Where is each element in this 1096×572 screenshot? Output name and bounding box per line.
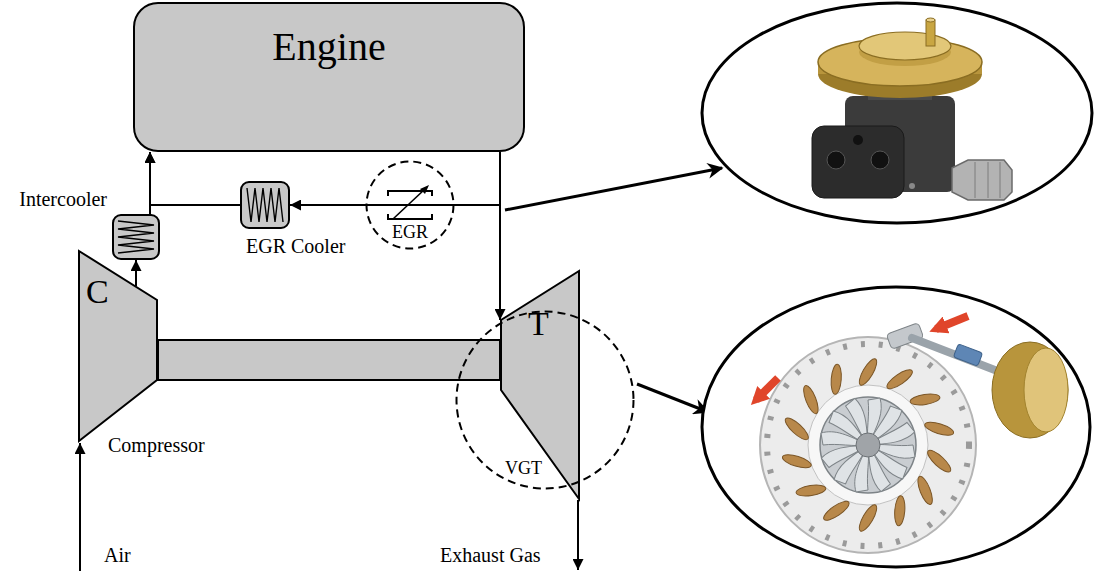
coil — [118, 221, 154, 253]
photo-frame — [702, 3, 1092, 223]
vane — [856, 357, 880, 388]
actuator-rod — [912, 338, 1000, 372]
engine-outline — [134, 3, 524, 151]
ring-holes — [767, 344, 969, 546]
node-caption: Compressor — [108, 434, 205, 457]
turbine-outline — [501, 271, 579, 499]
node-label: C — [86, 272, 109, 311]
flow-connector — [135, 260, 137, 286]
thread — [975, 162, 976, 198]
coil — [247, 188, 283, 222]
cap-top — [859, 32, 951, 60]
valve-arrow-head — [420, 185, 429, 194]
vane — [906, 381, 945, 419]
nozzle-ring — [760, 337, 976, 553]
photo-frame — [702, 287, 1090, 567]
valve-flange — [812, 126, 904, 198]
flow-connector — [499, 152, 501, 320]
inlet-label: Air — [104, 544, 131, 567]
node-label: Intercooler — [19, 188, 107, 211]
wheel-hub — [856, 433, 880, 457]
vane — [882, 360, 917, 398]
thread — [1000, 162, 1001, 198]
egr-cooler-box: EGR Cooler — [240, 181, 290, 229]
leader-arrow — [637, 384, 708, 412]
thread — [988, 162, 989, 198]
vane — [819, 360, 854, 398]
vane — [779, 446, 814, 476]
flow-connector — [150, 152, 240, 205]
engine-block: Engine — [133, 2, 525, 152]
vgt-photo — [702, 287, 1090, 567]
rod-sleeve — [953, 344, 982, 366]
flow-connector — [455, 152, 500, 205]
lever — [886, 323, 923, 350]
intercooler-box: Intercooler — [112, 214, 160, 260]
inner-ring — [808, 385, 928, 505]
motion-arrow — [936, 316, 968, 329]
exhaust-arrow — [577, 500, 579, 570]
node-label: T — [528, 304, 549, 343]
actuator-canister — [992, 342, 1068, 438]
vane — [856, 503, 880, 534]
vane — [779, 414, 814, 444]
compressor-outline — [79, 251, 157, 441]
turbine-wheel — [820, 397, 916, 493]
screw — [909, 183, 915, 189]
cooler-outline — [113, 215, 159, 259]
air-arrow — [79, 443, 81, 571]
node-label: Engine — [133, 24, 525, 70]
node-label: VGT — [505, 458, 542, 479]
vane — [819, 492, 854, 530]
node-shape — [240, 181, 290, 229]
outlet-label: Exhaust Gas — [440, 544, 541, 567]
vane — [791, 381, 830, 419]
vane — [921, 446, 956, 476]
vane — [921, 414, 956, 444]
nozzle — [926, 20, 935, 46]
node-shape — [455, 310, 635, 490]
shaft — [158, 340, 500, 380]
cooler-outline — [241, 182, 289, 228]
port-hole — [853, 135, 863, 145]
node-label: EGR Cooler — [246, 235, 345, 258]
bolt-hole — [827, 151, 845, 169]
leader-arrow — [505, 168, 722, 210]
node-label: EGR — [365, 222, 455, 243]
motion-arrow — [756, 378, 778, 400]
egr-valve-photo — [702, 3, 1092, 223]
vane — [882, 492, 917, 530]
egr-valve-circle: EGR — [365, 160, 455, 250]
vgt-circle: VGT — [455, 310, 635, 490]
valve-stem — [393, 189, 425, 219]
nozzle-top — [926, 18, 935, 22]
compressor-shape: CCompressor — [78, 250, 158, 442]
canister-face — [1024, 348, 1068, 432]
valve-fitting — [952, 160, 1012, 200]
valve-pipe — [365, 204, 455, 206]
flow-connector — [290, 204, 365, 206]
dashed-circle — [457, 312, 634, 489]
node-shape — [112, 214, 160, 260]
vane — [906, 472, 945, 510]
bolt-hole — [871, 151, 889, 169]
vane — [791, 472, 830, 510]
